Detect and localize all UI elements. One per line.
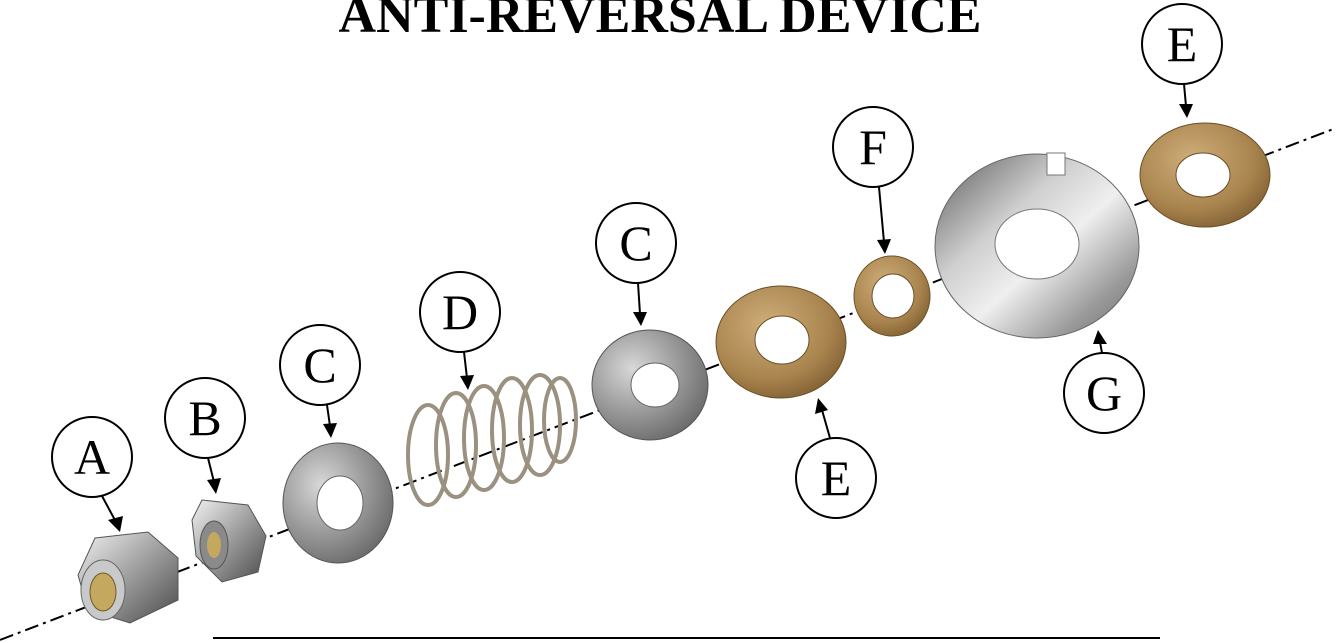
callout-a: A xyxy=(51,416,133,532)
callout-letter: E xyxy=(821,450,852,506)
callout-letter: E xyxy=(1167,16,1198,72)
callout-circle xyxy=(164,377,246,459)
callout-circle xyxy=(1141,3,1223,85)
callout-e-middle: E xyxy=(795,398,877,519)
callout-arrow-line xyxy=(101,495,117,523)
arrowhead-icon xyxy=(323,423,337,438)
callout-letter: G xyxy=(1086,365,1122,421)
callout-circle xyxy=(1063,352,1145,434)
arrowhead-icon xyxy=(877,239,891,254)
arrowhead-icon xyxy=(207,478,221,494)
callout-arrow-line xyxy=(1183,83,1187,107)
callout-circle xyxy=(795,437,877,519)
callout-letter: B xyxy=(188,390,221,446)
part-d-spring xyxy=(406,373,578,507)
callout-f: F xyxy=(832,106,914,254)
callout-arrow-line xyxy=(463,351,468,379)
callout-arrow-line xyxy=(326,404,331,427)
callout-arrow-line xyxy=(878,186,885,243)
part-e-bronze-washer-right xyxy=(1139,122,1271,228)
callout-letter: A xyxy=(74,429,110,485)
arrowhead-icon xyxy=(815,398,828,414)
arrowhead-icon xyxy=(1179,104,1193,118)
part-a-nylon-lock-nut xyxy=(77,531,179,624)
callout-letter: F xyxy=(859,119,887,175)
callout-letter: D xyxy=(442,284,478,340)
callout-c-left: C xyxy=(279,324,361,438)
callout-circle xyxy=(832,106,914,188)
arrowhead-icon xyxy=(633,312,647,326)
part-c-washer-right xyxy=(591,329,709,441)
callout-g: G xyxy=(1063,330,1145,434)
part-f-small-bronze-washer xyxy=(853,255,931,337)
callout-e-right: E xyxy=(1141,3,1223,118)
page-title: ANTI-REVERSAL DEVICE xyxy=(339,0,982,44)
arrowhead-icon xyxy=(1093,330,1107,344)
callout-b: B xyxy=(164,377,246,494)
part-e-bronze-washer-middle xyxy=(715,285,847,399)
arrowhead-icon xyxy=(460,375,474,390)
callout-arrow-line xyxy=(207,457,215,483)
callout-arrow-line xyxy=(821,409,831,439)
part-g-stainless-disc xyxy=(934,152,1140,339)
part-c-washer-left xyxy=(282,442,394,564)
callout-d: D xyxy=(419,271,501,390)
arrowhead-icon xyxy=(108,516,123,532)
callout-circle xyxy=(51,416,133,498)
callout-circle xyxy=(595,202,677,284)
callout-letter: C xyxy=(619,215,652,271)
part-b-hex-nut xyxy=(191,499,267,583)
callout-letter: C xyxy=(303,337,336,393)
callout-circle xyxy=(279,324,361,406)
callout-circle xyxy=(419,271,501,353)
callout-c-right: C xyxy=(595,202,677,326)
callout-arrow-line xyxy=(637,282,641,315)
